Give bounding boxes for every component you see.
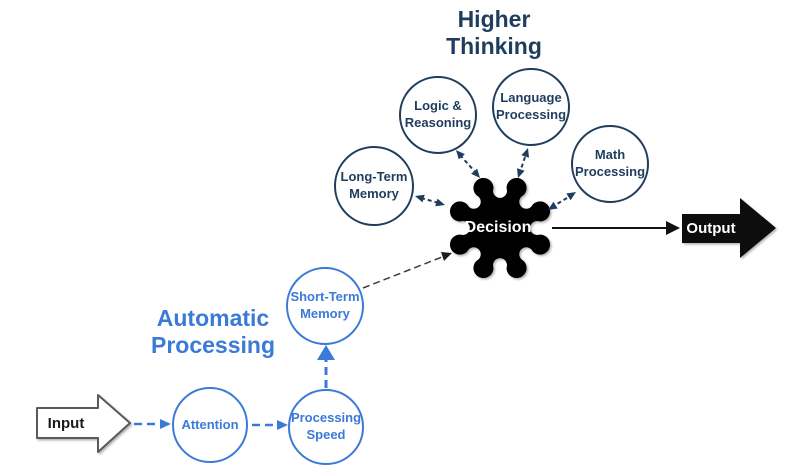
node-language-processing: Language Processing [492, 68, 570, 146]
arrow-processing-speed-to-short-term-memory [317, 345, 335, 388]
node-processing-speed: Processing Speed [288, 389, 364, 465]
node-short-term-memory: Short-Term Memory [286, 267, 364, 345]
arrow-short-term-memory-to-decision [362, 252, 452, 289]
node-long-term-memory: Long-Term Memory [334, 146, 414, 226]
arrow-logic-reasoning-decision [456, 150, 480, 178]
arrow-math-processing-decision [548, 192, 576, 210]
arrow-attention-to-processing-speed [252, 420, 288, 430]
node-math-processing: Math Processing [571, 125, 649, 203]
arrow-decision-to-output [552, 221, 680, 235]
arrow-long-term-memory-decision [415, 194, 445, 207]
input-arrow-label: Input [47, 414, 85, 432]
node-logic-reasoning: Logic & Reasoning [399, 76, 477, 154]
node-attention: Attention [172, 387, 248, 463]
arrow-input-to-attention [134, 419, 171, 429]
automatic-processing-title: Automatic Processing [151, 305, 275, 358]
higher-thinking-title: Higher Thinking [446, 6, 542, 59]
output-arrow-label: Output [686, 219, 736, 237]
arrow-language-processing-decision [517, 148, 529, 178]
decision-gear-label: Decision [464, 219, 532, 236]
decision-gear-shape [449, 177, 551, 279]
input-arrow-shape [36, 394, 131, 453]
output-arrow-shape [682, 198, 776, 258]
